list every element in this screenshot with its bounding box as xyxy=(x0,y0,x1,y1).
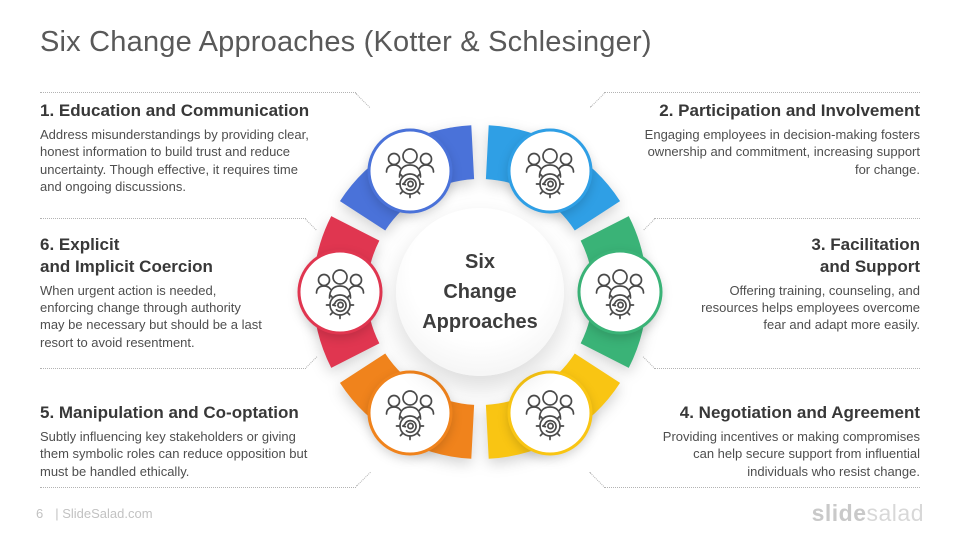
approach-block-6: 6. Explicit and Implicit Coercion When u… xyxy=(40,234,310,351)
approach-6-heading: 6. Explicit and Implicit Coercion xyxy=(40,235,213,276)
approach-1-heading: 1. Education and Communication xyxy=(40,101,310,120)
footer-source: | SlideSalad.com xyxy=(55,506,153,521)
leader-line-mid-right-bottom xyxy=(654,368,920,369)
leader-line-mid-left-bottom xyxy=(40,368,306,369)
icon-medallions xyxy=(297,128,663,456)
approach-4-heading: 4. Negotiation and Agreement xyxy=(679,403,920,422)
approach-5-body: Subtly influencing key stakeholders or g… xyxy=(40,428,308,479)
footer: 6 | SlideSalad.com xyxy=(36,506,153,521)
center-hub-circle: Six Change Approaches xyxy=(396,208,564,376)
approach-2-body: Engaging employees in decision-making fo… xyxy=(644,126,920,177)
leader-line-bottom-left xyxy=(40,487,356,488)
page-number: 6 xyxy=(36,506,44,521)
leader-line-top-right xyxy=(604,92,920,93)
slidesalad-logo-light: salad xyxy=(866,500,924,526)
slide-title: Six Change Approaches (Kotter & Schlesin… xyxy=(40,26,652,58)
leader-line-mid-left-top xyxy=(40,218,306,219)
approach-block-2: 2. Participation and Involvement Engagin… xyxy=(604,100,920,178)
approach-6-body: When urgent action is needed, enforcing … xyxy=(40,282,262,350)
approach-3-body: Offering training, counseling, and resou… xyxy=(701,282,920,333)
leader-line-top-left xyxy=(40,92,356,93)
leader-line-bottom-right xyxy=(604,487,920,488)
center-hub-label: Six Change Approaches xyxy=(422,251,538,333)
approach-block-3: 3. Facilitation and Support Offering tra… xyxy=(650,234,920,334)
approach-1-body: Address misunderstandings by providing c… xyxy=(40,126,309,194)
approach-3-heading: 3. Facilitation and Support xyxy=(811,235,920,276)
approach-2-heading: 2. Participation and Involvement xyxy=(659,101,920,120)
approach-block-5: 5. Manipulation and Co-optation Subtly i… xyxy=(40,402,356,480)
slidesalad-logo-bold: slide xyxy=(811,500,867,526)
approach-4-body: Providing incentives or making compromis… xyxy=(662,428,920,479)
leader-line-mid-right-top xyxy=(654,218,920,219)
approach-block-4: 4. Negotiation and Agreement Providing i… xyxy=(604,402,920,480)
approach-block-1: 1. Education and Communication Address m… xyxy=(40,100,356,195)
approach-5-heading: 5. Manipulation and Co-optation xyxy=(40,403,299,422)
slidesalad-logo: slidesalad xyxy=(812,500,924,527)
